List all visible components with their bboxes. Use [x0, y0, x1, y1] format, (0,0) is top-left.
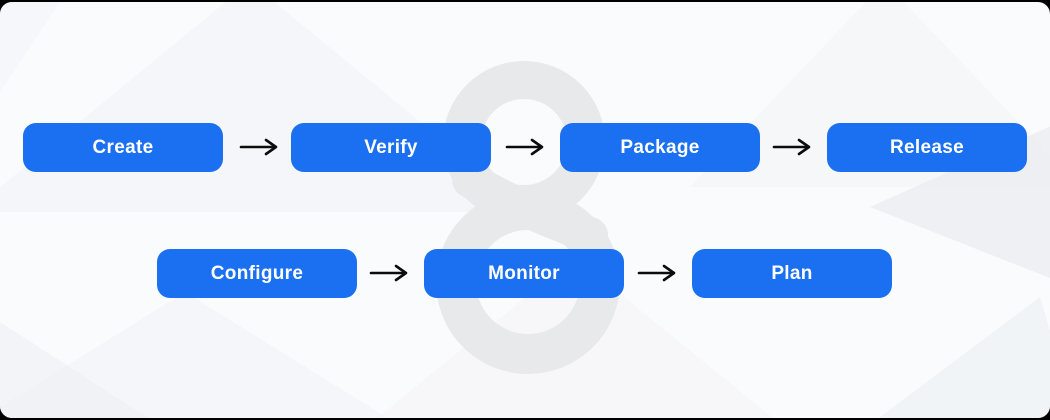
- flow-node-configure: Configure: [157, 249, 357, 298]
- flow-node-verify: Verify: [291, 123, 491, 172]
- flow-node-plan: Plan: [692, 249, 892, 298]
- right-arrow-icon: [772, 138, 811, 156]
- right-arrow-icon: [239, 138, 278, 156]
- flow-node-create: Create: [23, 123, 223, 172]
- right-arrow-icon: [369, 264, 408, 282]
- right-arrow-icon: [637, 264, 676, 282]
- flow-node-package: Package: [560, 123, 760, 172]
- flow-node-monitor: Monitor: [424, 249, 624, 298]
- flow-node-release: Release: [827, 123, 1027, 172]
- right-arrow-icon: [505, 138, 544, 156]
